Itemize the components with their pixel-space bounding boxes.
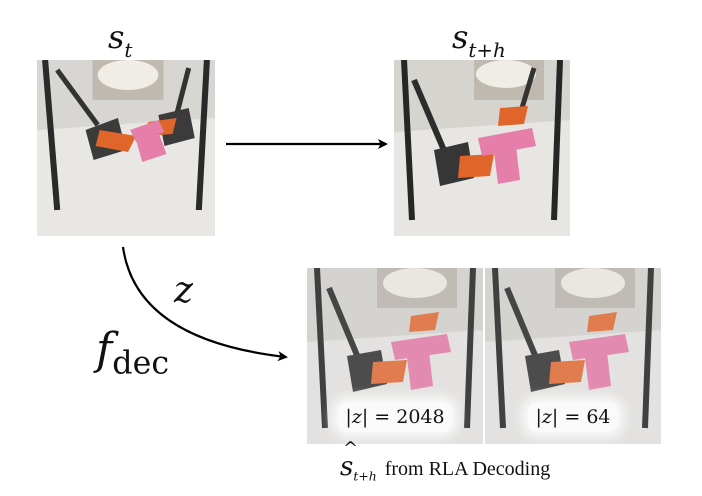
decoded-caption: ^st+h from RLA Decoding (340, 438, 551, 484)
label-z: z (174, 270, 193, 311)
label-s-t-sub: t (124, 38, 133, 62)
label-s-t-base: s (108, 18, 125, 56)
label-f-dec-sub: dec (112, 345, 170, 382)
curved-arrow (121, 246, 288, 362)
caption-s-hat: ^s (340, 438, 359, 482)
z-size-label-64: |z| = 64 (527, 402, 619, 432)
z-size-label-2048: |z| = 2048 (337, 402, 453, 432)
label-f-dec-base: f (96, 324, 113, 375)
caption-text: from RLA Decoding (384, 458, 551, 480)
label-s-t-plus-h: st+h (452, 18, 506, 62)
caption-sub: t+h (353, 468, 377, 484)
label-s-th-sub: t+h (468, 38, 506, 62)
decoded-panel-64: |z| = 64 (485, 268, 661, 444)
label-f-dec: fdec (96, 324, 169, 382)
photo-current-state (37, 60, 215, 236)
label-s-t: st (108, 18, 132, 62)
decoded-panel-2048: |z| = 2048 (307, 268, 483, 444)
photo-future-state (394, 60, 570, 236)
label-s-th-base: s (452, 18, 469, 56)
